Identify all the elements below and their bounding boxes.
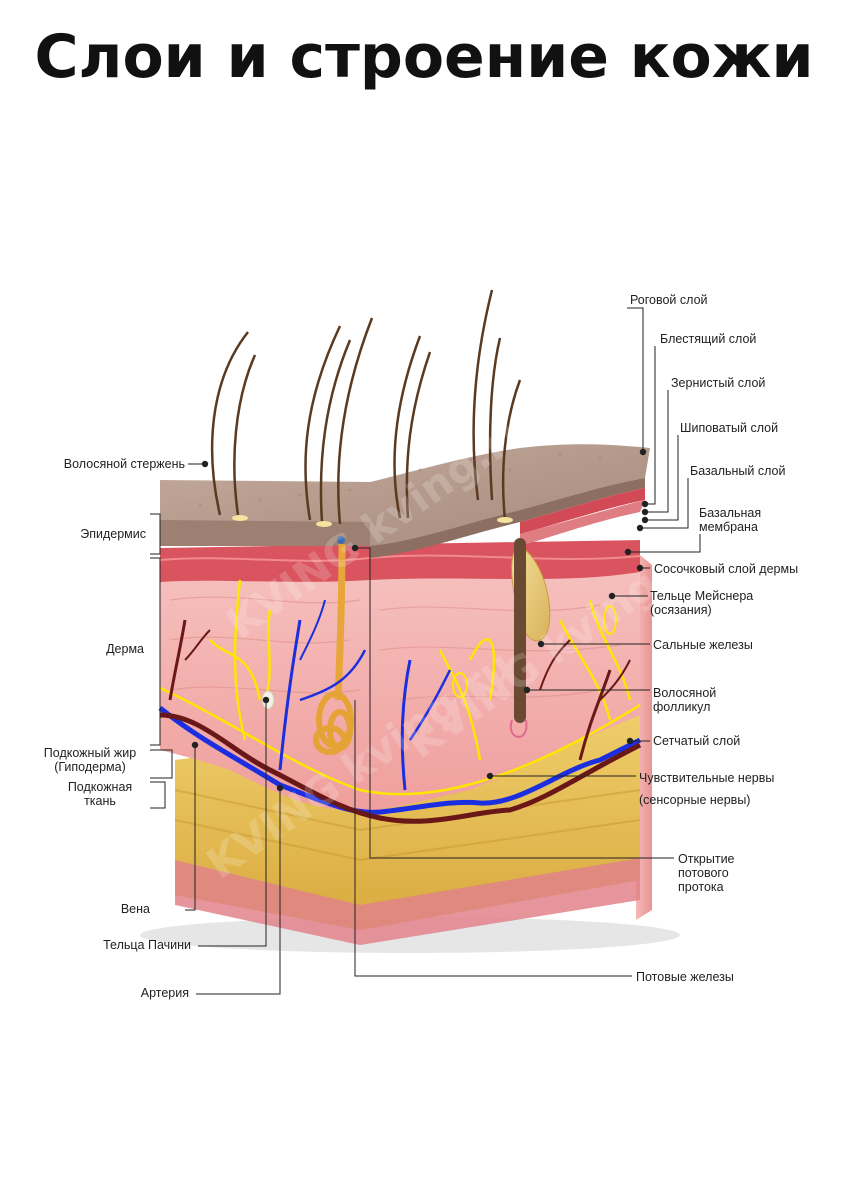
label-subcutaneous-fat: Подкожный жир (Гиподерма) — [43, 746, 137, 774]
sweat-pore — [337, 536, 345, 544]
label-sensory-nerves: Чувствительные нервы — [639, 771, 775, 785]
basal-edge — [520, 500, 645, 546]
label-sensory-nerves-alt: (сенсорные нервы) — [639, 793, 751, 807]
label-basement-membrane: Базальная мембрана — [699, 506, 762, 534]
corneum-edge-red — [520, 488, 645, 534]
vein — [158, 599, 642, 815]
dermis-texture — [169, 596, 621, 701]
leader-lines — [150, 307, 701, 995]
label-stratum-lucidum: Блестящий слой — [660, 332, 757, 346]
label-sweat-duct-opening: Открытие потового протока — [678, 852, 735, 894]
label-stratum-spinosum: Шиповатый слой — [680, 421, 779, 435]
hairs — [210, 289, 522, 525]
artery — [159, 619, 642, 824]
label-sweat-glands: Потовые железы — [636, 970, 734, 984]
label-epidermis: Эпидермис — [80, 527, 146, 541]
fat-stripes — [174, 789, 641, 862]
label-hair-shaft: Волосяной стержень — [63, 457, 185, 471]
epidermis-top-sheet — [160, 444, 650, 546]
hair-follicle — [514, 538, 526, 723]
label-stratum-granulosum: Зернистый слой — [671, 376, 766, 390]
epidermis-texture — [198, 453, 602, 507]
page-title: Слои и строение кожи — [34, 22, 814, 92]
label-stratum-corneum: Роговой слой — [630, 293, 708, 307]
hair-root — [509, 719, 528, 738]
label-reticular: Сетчатый слой — [653, 734, 741, 748]
label-papillary-dermis: Сосочковый слой дермы — [654, 562, 799, 576]
deep-dermis-band — [175, 858, 640, 945]
label-artery: Артерия — [140, 986, 189, 1000]
epidermis-front-edge — [160, 520, 370, 546]
label-stratum-basale: Базальный слой — [690, 464, 786, 478]
label-hair-follicle: Волосяной фолликул — [653, 686, 717, 714]
sweat-gland-coil — [313, 691, 354, 755]
meissner-corpuscle — [452, 605, 617, 698]
label-subcutaneous-tissue: Подкожная ткань — [67, 780, 133, 808]
label-vein: Вена — [120, 902, 150, 916]
hair-bases — [232, 515, 513, 527]
label-pacinian: Тельца Пачини — [103, 938, 191, 952]
label-dermis: Дерма — [106, 642, 144, 656]
label-meissner: Тельце Мейснера (осязания) — [650, 589, 754, 617]
label-sebaceous: Сальные железы — [653, 638, 753, 652]
sensory-nerves — [159, 579, 641, 796]
leader-dots — [191, 448, 649, 792]
